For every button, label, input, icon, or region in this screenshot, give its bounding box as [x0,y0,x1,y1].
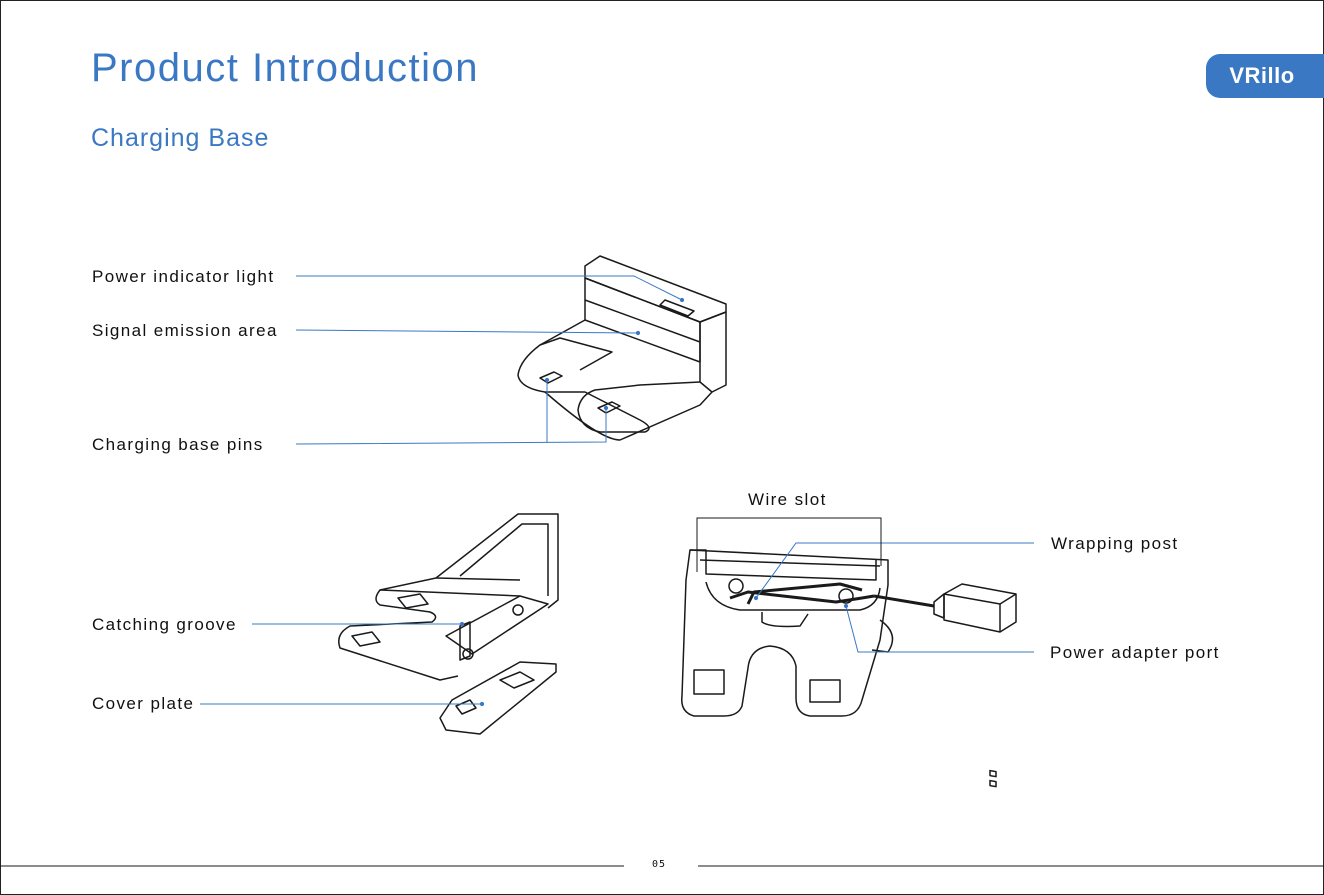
charging-base-top-view [518,256,726,440]
leader-lines [200,276,1034,706]
page-number: 05 [652,859,666,870]
charging-base-back-view [682,550,1016,787]
wire-slot-bracket [697,518,881,572]
